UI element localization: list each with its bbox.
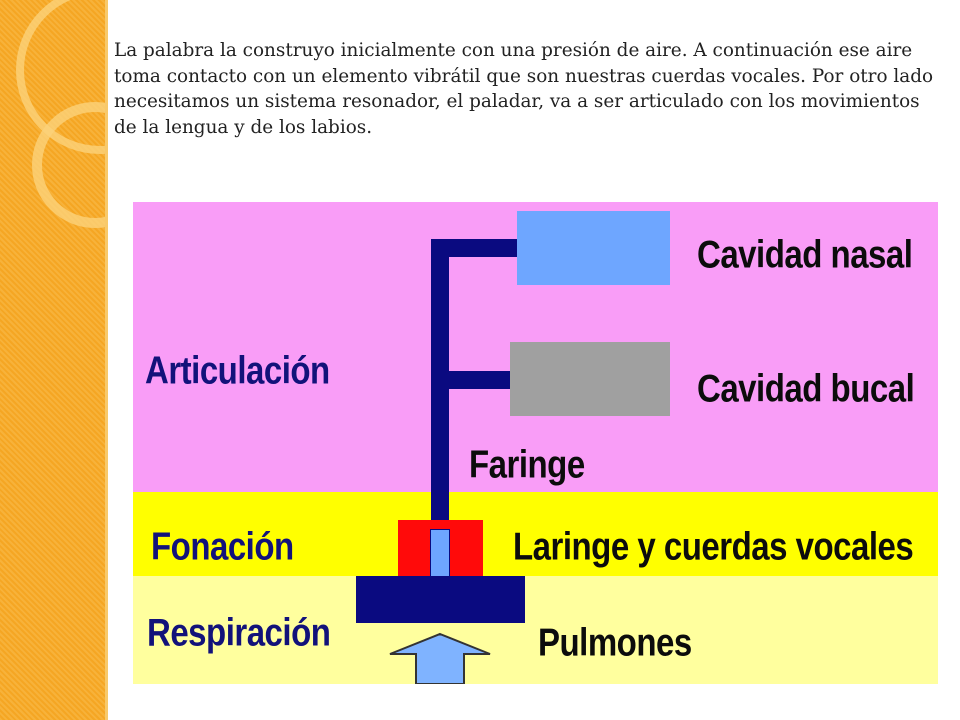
label-nasal-cavity: Cavidad nasal (697, 232, 913, 276)
label-phonation: Fonación (151, 524, 294, 568)
intro-paragraph: La palabra la construyo inicialmente con… (114, 40, 934, 138)
vocal-tract-tube (431, 239, 449, 539)
respiration-band (133, 576, 938, 684)
label-oral-cavity: Cavidad bucal (697, 366, 915, 410)
vocal-cords (430, 529, 450, 577)
decorative-rings (16, 0, 105, 228)
label-larynx: Laringe y cuerdas vocales (513, 524, 914, 568)
nasal-cavity-box (517, 211, 670, 285)
lungs-box (356, 576, 525, 623)
side-bar-edge (105, 0, 108, 720)
oral-cavity-box (510, 342, 670, 416)
decorative-side-bar (0, 0, 105, 720)
label-respiration: Respiración (147, 610, 331, 654)
phonation-band (133, 492, 938, 576)
label-pharynx: Faringe (469, 442, 585, 486)
nasal-branch (431, 239, 517, 257)
label-lungs: Pulmones (538, 620, 692, 664)
oral-branch (449, 371, 511, 389)
label-articulation: Articulación (145, 348, 330, 392)
speech-production-diagram: Articulación Fonación Respiración Cavida… (133, 202, 938, 684)
airflow-arrow-icon (389, 632, 491, 684)
